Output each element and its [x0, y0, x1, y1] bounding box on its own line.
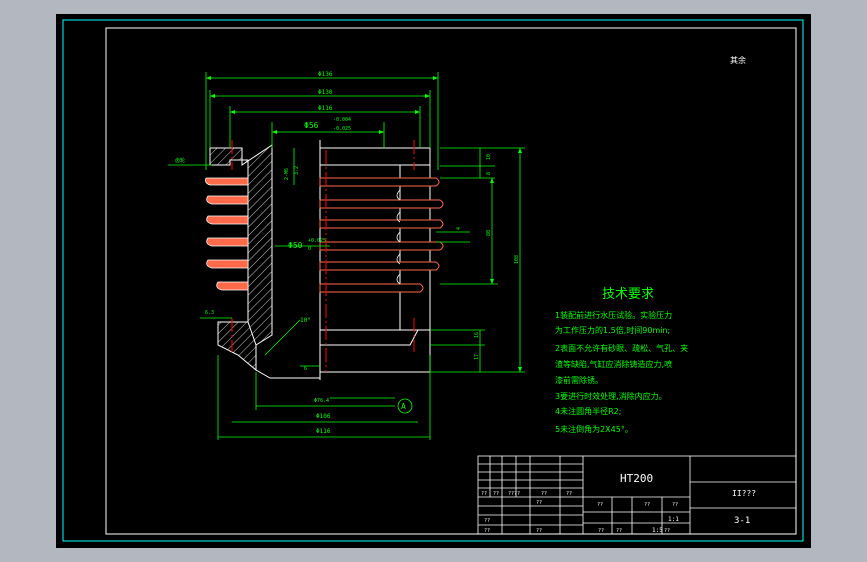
svg-text:??: ?? — [664, 528, 670, 534]
dim-d4-tol-upper: -0.004 — [333, 117, 351, 123]
hatched-section — [209, 144, 273, 372]
left-label-2: 6.3 — [205, 310, 214, 316]
dim-v3: 4 — [456, 227, 462, 230]
svg-text:??: ?? — [597, 502, 603, 508]
drawing-number: 3-1 — [734, 516, 750, 526]
dim-v2: 8 — [486, 172, 492, 175]
drawing-border — [105, 27, 797, 535]
dim-v8: 6 — [304, 366, 307, 372]
tech-req-line-8: 5未注倒角为2X45°。 — [555, 424, 633, 434]
datum-label: A — [401, 402, 406, 411]
model-space — [56, 14, 811, 548]
sheet: 1:5 — [652, 527, 663, 534]
dim-d4-tol-lower: -0.025 — [333, 126, 351, 132]
material: HT200 — [620, 472, 653, 485]
dim-v6: 16 — [474, 332, 480, 338]
tech-req-line-1: 1装配前进行水压试验。实验压力 — [555, 310, 672, 320]
dim-v1: 10 — [486, 154, 492, 160]
svg-text:??: ?? — [644, 502, 650, 508]
left-label: 齿轮 — [175, 157, 185, 164]
tech-req-line-5: 漆前需除锈。 — [555, 375, 603, 385]
dim-d7: Φ106 — [316, 413, 331, 420]
tech-req-line-4: 渣等缺陷,气缸应消除铸造应力,喷 — [555, 359, 672, 369]
svg-text:??: ?? — [616, 528, 622, 534]
tech-req-line-2: 为工作压力的1.5倍,时间90min; — [555, 325, 670, 335]
dimension-labels: Φ136 Φ130 Φ116 Φ56 -0.004 -0.025 Φ50 +0.… — [175, 71, 520, 435]
svg-text:??: ?? — [672, 502, 678, 508]
svg-text:??: ?? — [484, 518, 490, 524]
dim-d5: Φ50 — [288, 241, 303, 250]
dim-d1: Φ136 — [318, 71, 333, 78]
tech-req-title: 技术要求 — [602, 287, 654, 302]
dim-d5-tol-lower: 0 — [308, 246, 311, 252]
svg-text:??: ?? — [484, 528, 490, 534]
dim-d5-tol-upper: +0.025 — [308, 238, 326, 244]
title-block-text: HT200 II??? 3-1 1:1 1:5 ?? ?? ???? ?? ??… — [481, 472, 756, 534]
dim-v7: 17 — [474, 354, 480, 360]
part-section-view — [205, 140, 444, 380]
drawing-name: II??? — [732, 489, 756, 498]
title-block — [477, 455, 797, 535]
dim-d6: Φ76.4 — [314, 398, 329, 404]
dim-d3: Φ116 — [318, 105, 333, 112]
dim-d8: Φ116 — [316, 428, 331, 435]
cooling-fins-right — [319, 177, 444, 293]
svg-text:??: ?? — [481, 491, 487, 497]
scale: 1:1 — [668, 516, 679, 523]
dimension-lines — [168, 72, 525, 440]
tech-req-line-3: 2表面不允许有砂眼、疏松、气孔、夹 — [555, 343, 688, 353]
svg-text:??: ?? — [541, 491, 547, 497]
sheet-border — [62, 19, 804, 542]
dim-thread: 2-M6 — [284, 168, 290, 180]
svg-text:??: ?? — [566, 491, 572, 497]
svg-text:????: ???? — [508, 491, 520, 497]
dim-v4: 80 — [486, 230, 492, 236]
dim-r1: 3.2 — [294, 166, 300, 175]
svg-text:??: ?? — [536, 500, 542, 506]
dim-angle: 10° — [300, 317, 311, 324]
technical-requirements: 技术要求 1装配前进行水压试验。实验压力 为工作压力的1.5倍,时间90min;… — [555, 287, 688, 434]
dim-d4: Φ56 — [304, 121, 319, 130]
center-lines — [231, 140, 415, 372]
svg-text:??: ?? — [493, 491, 499, 497]
dim-d2: Φ130 — [318, 89, 333, 96]
svg-text:??: ?? — [598, 528, 604, 534]
tech-req-line-7: 4未注圆角半径R2; — [555, 406, 621, 416]
svg-text:??: ?? — [536, 528, 542, 534]
dim-v5: 108 — [514, 255, 520, 264]
cooling-fins-left — [205, 177, 249, 291]
surface-finish-note: 其余 — [730, 55, 746, 65]
tech-req-line-6: 3要进行时效处理,消除内应力。 — [555, 391, 667, 401]
